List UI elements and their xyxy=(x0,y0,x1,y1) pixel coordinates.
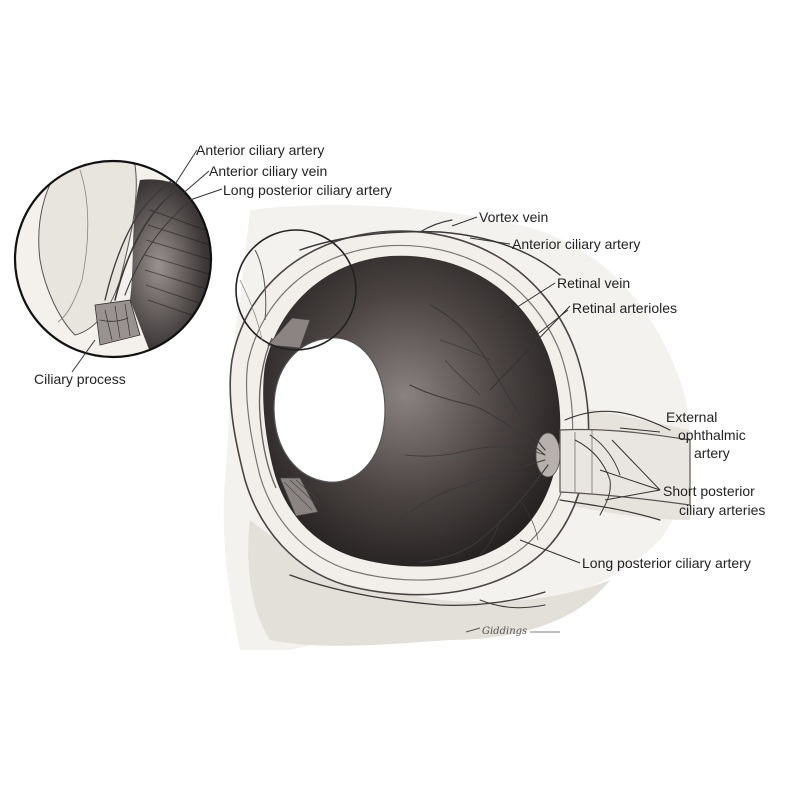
label-anterior-ciliary-vein: Anterior ciliary vein xyxy=(209,163,327,179)
zoom-reference-circle xyxy=(235,229,357,351)
optic-disc xyxy=(535,432,561,478)
optic-nerve xyxy=(559,428,691,506)
label-long-posterior-ciliary-artery: Long posterior ciliary artery xyxy=(582,555,751,571)
label-short-posterior-1: Short posterior xyxy=(663,483,755,499)
label-short-posterior-2: ciliary arteries xyxy=(679,502,765,518)
label-anterior-ciliary-artery: Anterior ciliary artery xyxy=(512,236,640,252)
signature-text: Giddings xyxy=(482,626,527,637)
inset-border xyxy=(13,159,213,359)
artist-signature: Giddings xyxy=(465,626,560,637)
label-external-ophthalmic-2: ophthalmic xyxy=(678,427,746,443)
magnified-inset xyxy=(13,159,213,359)
label-ciliary-process: Ciliary process xyxy=(34,371,126,387)
lens xyxy=(273,337,386,483)
label-external-ophthalmic-1: External xyxy=(666,409,717,425)
eye-globe xyxy=(229,230,590,596)
label-external-ophthalmic-3: artery xyxy=(694,445,730,461)
label-retinal-arterioles: Retinal arterioles xyxy=(572,300,677,316)
label-vortex-vein: Vortex vein xyxy=(479,209,548,225)
leader-lines xyxy=(71,149,661,564)
label-long-posterior-ciliary-artery-inset: Long posterior ciliary artery xyxy=(223,182,392,198)
label-retinal-vein: Retinal vein xyxy=(557,275,630,291)
label-anterior-ciliary-artery-inset: Anterior ciliary artery xyxy=(196,142,324,158)
scleral-vessels xyxy=(289,219,671,609)
labels: Anterior ciliary artery Anterior ciliary… xyxy=(34,142,765,571)
